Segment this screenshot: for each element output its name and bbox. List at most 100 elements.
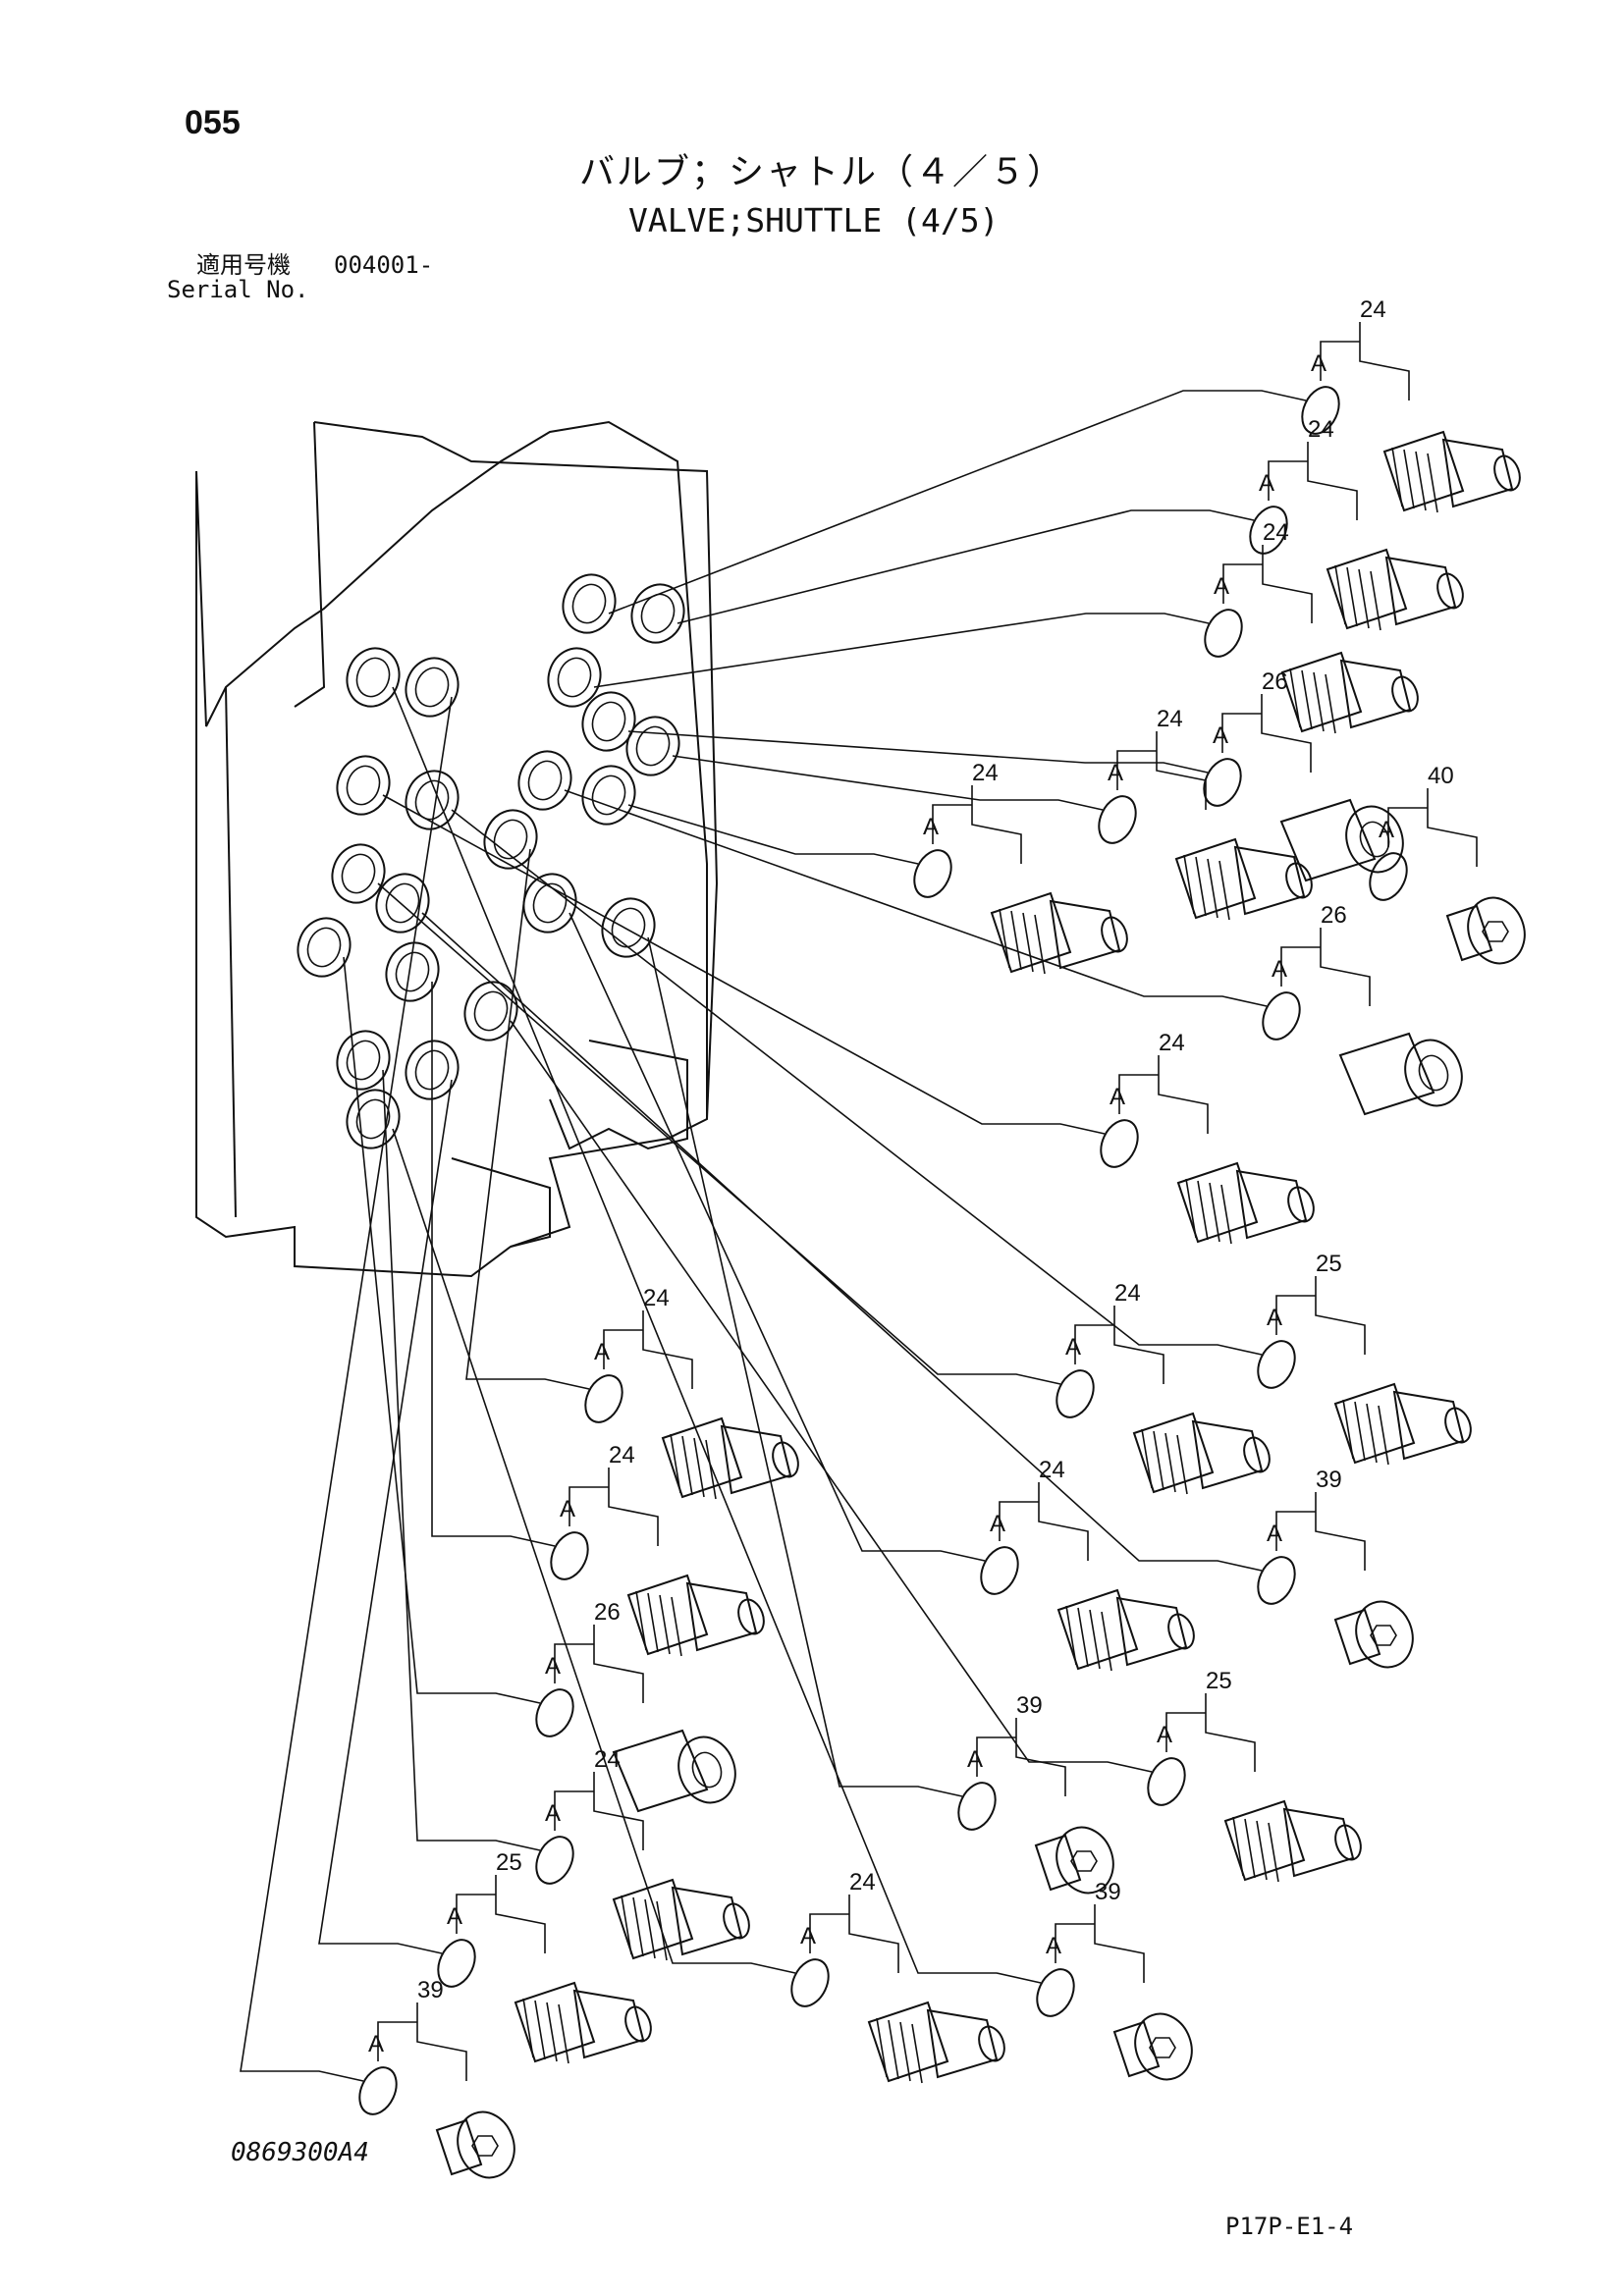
port-inner — [341, 853, 376, 894]
valve-body-front-edge — [225, 686, 237, 1218]
part-number-label: 24 — [1159, 1030, 1185, 1056]
callout-bracket — [1074, 1306, 1164, 1384]
port-outer — [405, 1040, 460, 1100]
part-assembly-24: 24A — [980, 1457, 1195, 1672]
o-ring-label: A — [923, 814, 939, 840]
fitting-end — [1243, 1436, 1271, 1473]
part-assembly-24: 24A — [913, 760, 1128, 975]
fitting-thread — [1289, 667, 1301, 728]
fitting-thread — [1268, 1822, 1279, 1883]
port-outer — [601, 897, 656, 958]
fitting-thread — [1378, 1405, 1389, 1466]
fitting-thread — [1403, 449, 1415, 509]
port-outer — [375, 873, 430, 934]
drawing-number: 0869300A4 — [231, 2138, 369, 2167]
fitting-end — [1391, 675, 1419, 713]
o-ring-icon — [437, 1939, 476, 1988]
fitting-thread — [670, 1433, 681, 1494]
leader-line — [593, 613, 1210, 688]
port-inner — [611, 907, 646, 948]
fitting-thread — [681, 1435, 693, 1496]
port-outer — [630, 583, 685, 644]
leader-line — [510, 1020, 1153, 1773]
leader-line — [568, 912, 986, 1562]
fitting-thread — [1185, 1178, 1197, 1239]
fitting-thread — [656, 1900, 668, 1961]
part-assembly-25: 25A — [1147, 1668, 1362, 1883]
fitting-thread — [647, 1592, 659, 1653]
part-assembly-39: 39A — [358, 1977, 515, 2179]
o-ring-icon — [1204, 609, 1243, 658]
callout-bracket — [809, 1895, 899, 1973]
o-ring-label: A — [1259, 470, 1274, 497]
port-inner — [493, 819, 528, 860]
fitting-hex — [1223, 1799, 1306, 1882]
plug-head — [457, 2110, 515, 2179]
leader-line — [647, 936, 963, 1797]
fitting-thread — [1077, 1607, 1089, 1668]
plug-thread — [435, 2118, 483, 2176]
part-number-label: 39 — [1095, 1879, 1121, 1905]
callout-bracket — [1275, 1492, 1366, 1571]
o-ring-label: A — [1108, 760, 1123, 786]
fitting-hex — [1132, 1412, 1215, 1494]
fitting-hex — [1176, 1161, 1259, 1244]
o-ring-icon — [1098, 795, 1137, 844]
fitting-thread — [1325, 673, 1336, 734]
fitting-end — [737, 1598, 765, 1635]
part-number-label: 24 — [594, 1746, 621, 1773]
plug-head — [1355, 1600, 1414, 1669]
fitting-hex — [1174, 837, 1257, 920]
port-inner — [591, 701, 626, 742]
leader-line — [451, 809, 1263, 1356]
port-inner — [414, 1049, 450, 1091]
o-ring-icon — [535, 1688, 574, 1737]
title-japanese: バルブ；シャトル（４／５） — [579, 152, 1065, 192]
adapter-body — [612, 1729, 709, 1813]
leader-line — [465, 848, 590, 1390]
fitting-thread — [644, 1898, 656, 1959]
fitting-thread — [1366, 1403, 1378, 1464]
plug-hex-socket — [1370, 1625, 1397, 1646]
adapter-body — [1338, 1032, 1435, 1116]
o-ring-label: A — [545, 1800, 561, 1827]
o-ring-icon — [1257, 1340, 1296, 1389]
part-number-label: 39 — [1016, 1692, 1043, 1719]
o-ring-icon — [535, 1836, 574, 1885]
fitting-thread — [1391, 447, 1403, 507]
serial-label-japanese: 適用号機 — [196, 251, 291, 279]
fitting-thread — [1256, 1820, 1268, 1881]
fitting-thread — [1232, 1816, 1244, 1877]
fitting-hex — [867, 2001, 949, 2083]
fitting-end — [978, 2025, 1005, 2062]
fitting-thread — [1034, 914, 1046, 975]
part-assembly-40: 40A — [1369, 763, 1526, 965]
fitting-hex — [1382, 430, 1465, 512]
valve-body-outline — [195, 420, 708, 1278]
part-number-label: 25 — [1316, 1251, 1342, 1277]
part-number-label: 24 — [1157, 706, 1183, 732]
part-number-label: 25 — [496, 1849, 522, 1876]
part-number-label: 26 — [1262, 668, 1288, 695]
fitting-hex — [990, 891, 1072, 974]
port-inner — [527, 760, 563, 801]
fitting-thread — [888, 2019, 899, 2080]
port-outer — [581, 765, 636, 826]
fitting-body — [1115, 1596, 1188, 1667]
o-ring-label: A — [1065, 1334, 1081, 1361]
fitting-thread — [911, 2023, 923, 2084]
callout-bracket — [1118, 1055, 1209, 1134]
port-outer — [336, 1030, 391, 1091]
callout-bracket — [976, 1718, 1066, 1796]
port-inner — [640, 593, 676, 634]
part-number-label: 24 — [1114, 1280, 1141, 1307]
port-outer — [346, 1089, 401, 1149]
fitting-body — [572, 1989, 645, 2059]
callout-bracket — [603, 1310, 693, 1389]
leader-line — [392, 686, 1042, 1984]
fitting-end — [1101, 916, 1128, 953]
fitting-body — [720, 1424, 792, 1495]
part-number-label: 39 — [1316, 1467, 1342, 1493]
port-inner — [635, 725, 671, 767]
o-ring-icon — [1036, 1968, 1075, 2017]
